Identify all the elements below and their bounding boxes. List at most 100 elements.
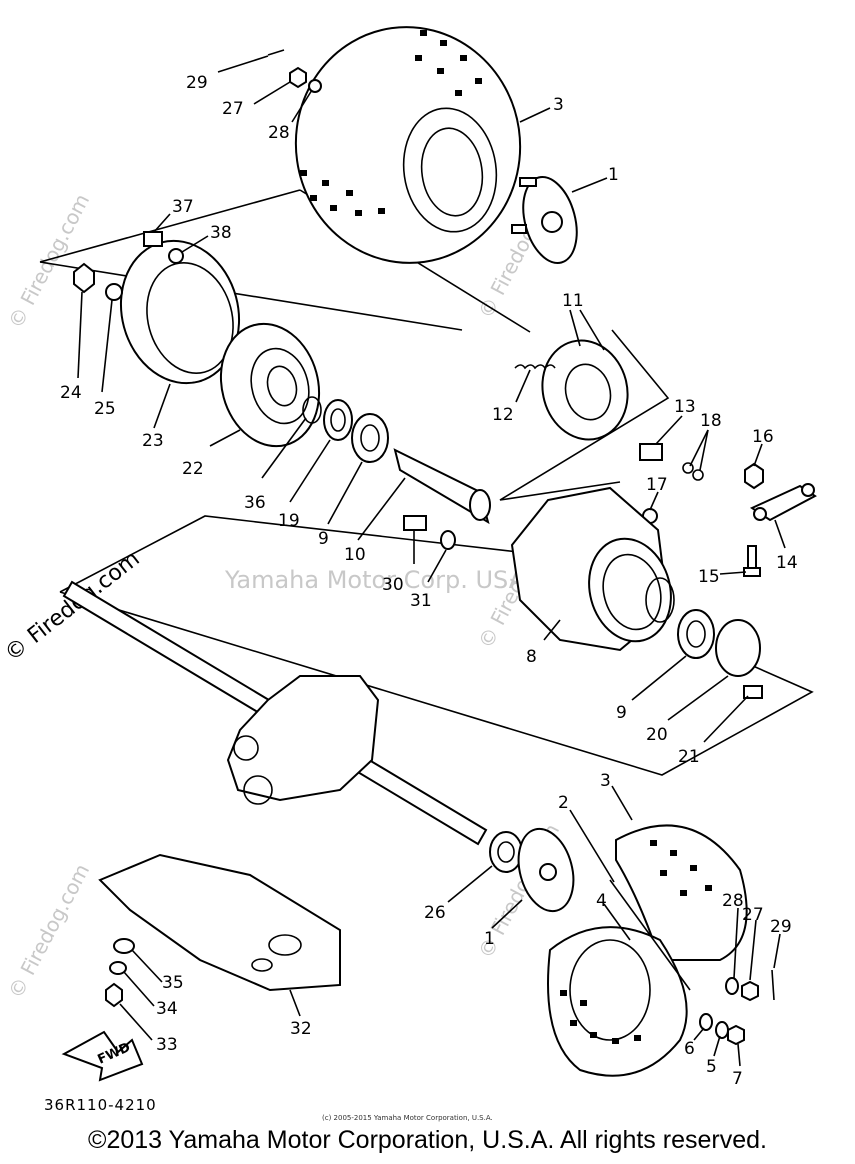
callout: 29 [186,73,208,93]
callout: 28 [722,891,744,911]
callout: 11 [562,291,584,311]
watermark-firedog-dark: © Firedog.com [0,546,144,666]
bearing-26 [489,831,523,873]
bolt-30 [403,515,427,531]
watermark: © Firedog.com [3,860,94,1003]
callout: 2 [558,793,569,813]
callout: 17 [646,475,668,495]
seal-19 [323,399,353,441]
callout: 10 [344,545,366,565]
callout: 15 [698,567,720,587]
callout: 30 [382,575,404,595]
callout: 20 [646,725,668,745]
callout: 16 [752,427,774,447]
callout: 37 [172,197,194,217]
copyright-footer: ©2013 Yamaha Motor Corporation, U.S.A. A… [88,1126,767,1154]
callout: 35 [162,973,184,993]
washer-5 [715,1021,729,1039]
hub-top [511,176,578,264]
watermark: Yamaha Motor Corp. USA [224,566,526,594]
callout: 38 [210,223,232,243]
hub-bottom [517,827,575,913]
callout: 9 [616,703,627,723]
callout: 4 [596,891,607,911]
washer-6 [699,1013,713,1031]
callout: 25 [94,399,116,419]
washer-38 [168,248,184,264]
leader-lines [77,55,786,1067]
sleeve-10 [393,448,491,525]
callout: 27 [222,99,244,119]
group-boundary [39,189,301,263]
brake-housing [510,486,675,652]
nut-27-bottom [741,980,759,1002]
callout: 9 [318,529,329,549]
cam-13 [639,443,663,461]
callout: 18 [700,411,722,431]
callout: 1 [608,165,619,185]
group-boundary [499,329,670,501]
group-boundary [39,261,463,331]
callout: 22 [182,459,204,479]
callout: 5 [706,1057,717,1077]
callout: 32 [290,1019,312,1039]
callout: 19 [278,511,300,531]
bolt-37 [143,231,163,247]
callout: 26 [424,903,446,923]
rim-half-lower [547,926,688,1077]
callout: 23 [142,431,164,451]
o-rings-18 [682,462,704,481]
callout: 7 [732,1069,743,1089]
skid-plate [98,853,341,992]
fwd-arrow-icon: FWD [61,1030,144,1082]
callout: 14 [776,553,798,573]
washer-25 [105,283,123,301]
bearing-9-upper [351,413,389,463]
rim-bolt-4 [609,879,691,991]
callout: 3 [553,95,564,115]
callout: 3 [600,771,611,791]
callout: 29 [770,917,792,937]
washer-31 [440,530,456,550]
callout: 36 [244,493,266,513]
pin-29-bottom [771,969,775,1001]
callout: 1 [484,929,495,949]
callout: 21 [678,747,700,767]
circlip-36 [302,396,322,424]
callout-numbers: 29 27 28 3 1 37 38 24 25 23 11 12 13 18 … [60,73,798,1089]
plate-20 [715,619,761,677]
washer-35 [113,938,135,954]
callout: 34 [156,999,178,1019]
callout: 24 [60,383,82,403]
washer-28-bottom [725,977,739,995]
drawing-code: 36R110-4210 [44,1096,157,1114]
spring-12 [514,364,556,370]
pin-29-top [267,49,285,56]
cam-lever-14 [749,483,817,522]
nut-24 [73,262,95,294]
callout: 27 [742,905,764,925]
washer-28-top [308,79,322,93]
bolt-33 [105,982,123,1008]
callout: 31 [410,591,432,611]
bolt-15 [743,545,761,577]
callout: 6 [684,1039,695,1059]
small-copyright: (c) 2005-2015 Yamaha Motor Corporation, … [322,1114,493,1122]
washer-34 [109,961,127,975]
callout: 28 [268,123,290,143]
callout: 33 [156,1035,178,1055]
nut-7 [727,1024,745,1046]
tire-bottom-tread [560,840,712,1044]
bearing-9-lower [677,609,715,659]
tire-top [294,26,522,264]
callout: 8 [526,647,537,667]
nut-16 [744,462,764,490]
bolt-21 [743,685,763,699]
nut-27-top [289,66,307,89]
axle-assembly [62,580,488,846]
drum-cover [119,239,241,385]
callout: 13 [674,397,696,417]
brake-shoes [541,339,629,441]
